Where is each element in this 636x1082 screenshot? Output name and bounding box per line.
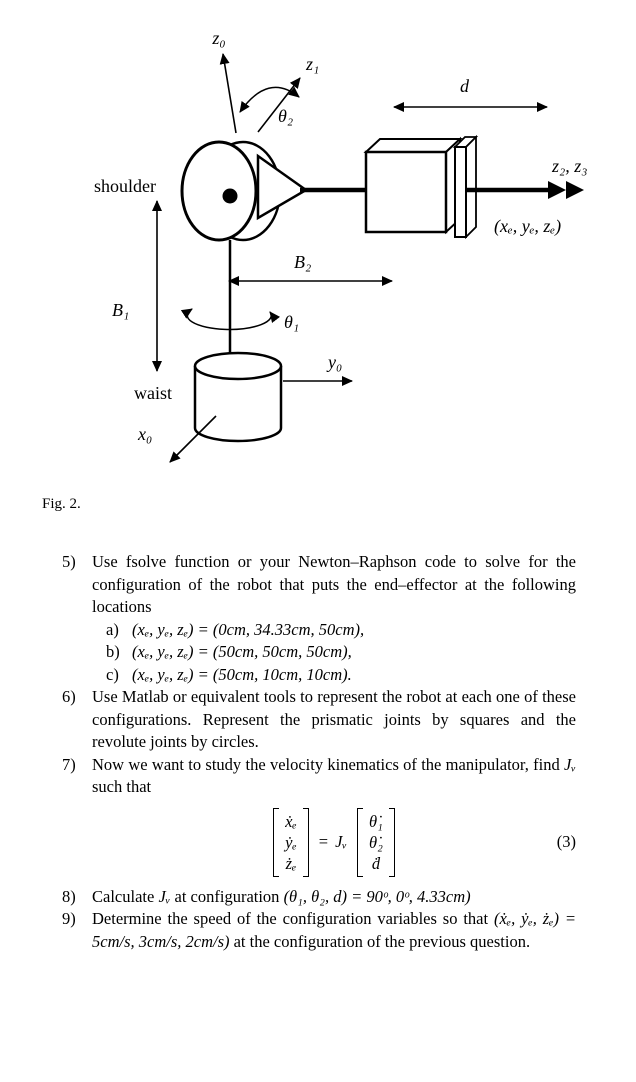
x0-axis-arrow: [169, 415, 217, 463]
equation-3: ẋₑ ẏₑ żₑ = Jᵥ θ̇₁ θ̇₂ ḋ: [92, 807, 576, 877]
y0-axis-label: y₀: [326, 352, 342, 372]
item-number: 7): [62, 754, 76, 774]
theta2-label: θ₂: [278, 106, 293, 126]
jv-symbol: Jᵥ: [564, 754, 576, 774]
right-bracket: [302, 807, 309, 877]
joint-rate-vector: θ̇₁ θ̇₂ ḋ: [357, 807, 395, 877]
matrix-entry: ḋ: [371, 853, 381, 873]
link-pennant: [256, 153, 309, 221]
theta2-rotation-arrow: [239, 86, 300, 113]
sublist: a) (xₑ, yₑ, zₑ) = (0cm, 34.33cm, 50cm), …: [106, 619, 576, 687]
list-item-8: 8) Calculate Jᵥ at configuration (θ₁, θ₂…: [62, 886, 576, 909]
z2-arrowhead: [548, 181, 566, 199]
b2-label: B₂: [294, 252, 311, 272]
jv-symbol: Jᵥ: [158, 886, 171, 906]
matrix-entry: ẏₑ: [285, 832, 297, 852]
figure-2: z₀ z₁ θ₂ d z₂, z₃ (xₑ, yₑ, zₑ) B₂ θ₁ y₀ …: [0, 0, 636, 490]
d-label: d: [460, 76, 470, 96]
subitem-a: a) (xₑ, yₑ, zₑ) = (0cm, 34.33cm, 50cm),: [106, 619, 576, 642]
equation-middle: = Jᵥ: [319, 831, 347, 854]
list-item-7: 7) Now we want to study the velocity kin…: [62, 754, 576, 886]
z0-axis-arrow: [219, 53, 237, 134]
z3-arrowhead: [566, 181, 584, 199]
prismatic-box-top-face: [363, 138, 463, 153]
waist-cylinder-bottom: [193, 427, 283, 443]
velocity-vector: ẋₑ ẏₑ żₑ: [273, 807, 309, 877]
shoulder-joint-center-dot: [222, 188, 238, 204]
subitem-c: c) (xₑ, yₑ, zₑ) = (50cm, 10cm, 10cm).: [106, 664, 576, 687]
item-text: Use Matlab or equivalent tools to repres…: [92, 687, 576, 751]
plate-side-face: [465, 134, 477, 240]
subitem-number: a): [106, 619, 119, 639]
item-number: 8): [62, 886, 76, 906]
matrix-entry: θ̇₂: [369, 832, 383, 852]
z1-axis-label: z₁: [305, 54, 319, 74]
item-text: at configuration: [170, 886, 284, 906]
shoulder-label: shoulder: [94, 176, 156, 196]
item-text: at the configuration of the previous que…: [229, 931, 531, 951]
item-body: Determine the speed of the configuration…: [92, 908, 576, 953]
z2-z3-axes-label: z₂, z₃: [551, 156, 588, 176]
right-bracket: [388, 807, 395, 877]
b1-label: B₁: [112, 300, 129, 320]
item-body: Now we want to study the velocity kinema…: [92, 754, 576, 886]
z0-axis-label: z₀: [211, 28, 225, 48]
velocity-values: (ẋₑ, ẏₑ, żₑ) = 5cm/s, 3cm/s, 2cm/s): [92, 909, 577, 951]
figure-caption: Fig. 2.: [42, 496, 81, 512]
waist-cylinder-top: [193, 351, 283, 381]
jv-symbol: Jᵥ: [335, 831, 348, 851]
item-text: Determine the speed of the configuration…: [92, 909, 494, 928]
item-text: such that: [92, 777, 152, 796]
item-number: 5): [62, 552, 76, 571]
sliding-plate: [454, 146, 467, 238]
config-values: 90ᵒ, 0ᵒ, 4.33cm): [366, 886, 471, 906]
end-effector-coords-label: (xₑ, yₑ, zₑ): [494, 216, 561, 237]
list-item-9: 9) Determine the speed of the configurat…: [62, 908, 576, 953]
item-body: Use Matlab or equivalent tools to repres…: [92, 686, 576, 754]
matrix-entry: ẋₑ: [285, 811, 297, 831]
item-text: Use fsolve function or your Newton–Raphs…: [92, 552, 576, 616]
left-bracket: [357, 807, 364, 877]
subitem-b: b) (xₑ, yₑ, zₑ) = (50cm, 50cm, 50cm),: [106, 641, 576, 664]
config-vars: (θ₁, θ₂, d) =: [283, 886, 367, 906]
waist-label: waist: [134, 383, 172, 403]
equals-sign: =: [318, 831, 329, 851]
equation-number: (3): [556, 831, 576, 851]
prismatic-joint-box: [364, 150, 448, 234]
theta1-label: θ₁: [284, 312, 299, 332]
subitem-number: b): [106, 642, 120, 661]
x0-axis-label: x₀: [137, 424, 152, 444]
subitem-text: (xₑ, yₑ, zₑ) = (50cm, 10cm, 10cm).: [132, 664, 352, 684]
left-bracket: [273, 807, 280, 877]
item-number: 9): [62, 909, 76, 928]
list-item-6: 6) Use Matlab or equivalent tools to rep…: [62, 686, 576, 754]
list-item-5: 5) Use fsolve function or your Newton–Ra…: [62, 551, 576, 686]
theta1-rotation-arrow: [180, 308, 281, 331]
item-number: 6): [62, 687, 76, 706]
item-text: Calculate: [92, 886, 159, 906]
item-body: Use fsolve function or your Newton–Raphs…: [92, 551, 576, 686]
matrix-entry: θ̇₁: [369, 811, 383, 831]
item-body: Calculate Jᵥ at configuration (θ₁, θ₂, d…: [92, 886, 576, 909]
shoulder-disk-front: [180, 140, 258, 242]
item-text: Now we want to study the velocity kinema…: [92, 754, 565, 774]
subitem-text: (xₑ, yₑ, zₑ) = (50cm, 50cm, 50cm),: [132, 642, 352, 661]
matrix-entry: żₑ: [285, 853, 297, 873]
subitem-text: (xₑ, yₑ, zₑ) = (0cm, 34.33cm, 50cm),: [132, 619, 365, 639]
robot-schematic: z₀ z₁ θ₂ d z₂, z₃ (xₑ, yₑ, zₑ) B₂ θ₁ y₀ …: [94, 28, 588, 463]
subitem-number: c): [106, 664, 119, 684]
problem-list: 5) Use fsolve function or your Newton–Ra…: [62, 551, 576, 953]
